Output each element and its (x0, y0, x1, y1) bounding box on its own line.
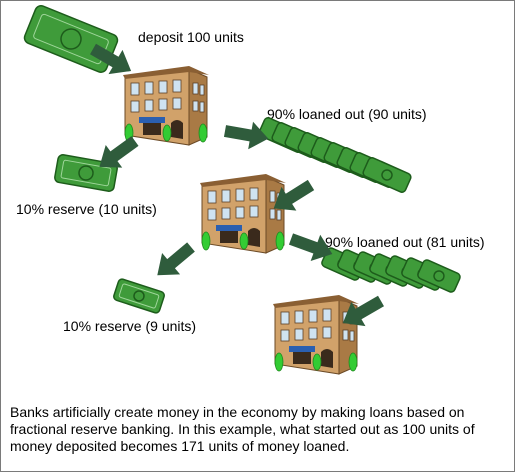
reserve-2-label: 10% reserve (9 units) (63, 318, 197, 334)
stacked-banknote (417, 259, 461, 293)
loan-1-banknote-stack-icon (258, 117, 412, 193)
reserve-2-banknote-icon (113, 278, 165, 314)
deposit-label: deposit 100 units (138, 29, 244, 45)
reserve-1-label: 10% reserve (10 units) (16, 201, 157, 217)
stacked-banknote (362, 157, 412, 193)
loan-2-label: 90% loaned out (81 units) (325, 234, 485, 250)
loan-2-banknote-stack-icon (321, 247, 461, 293)
loan-1-label: 90% loaned out (90 units) (267, 106, 427, 122)
flow-arrows (86, 36, 388, 336)
caption-text: Banks artificially create money in the e… (10, 404, 475, 454)
